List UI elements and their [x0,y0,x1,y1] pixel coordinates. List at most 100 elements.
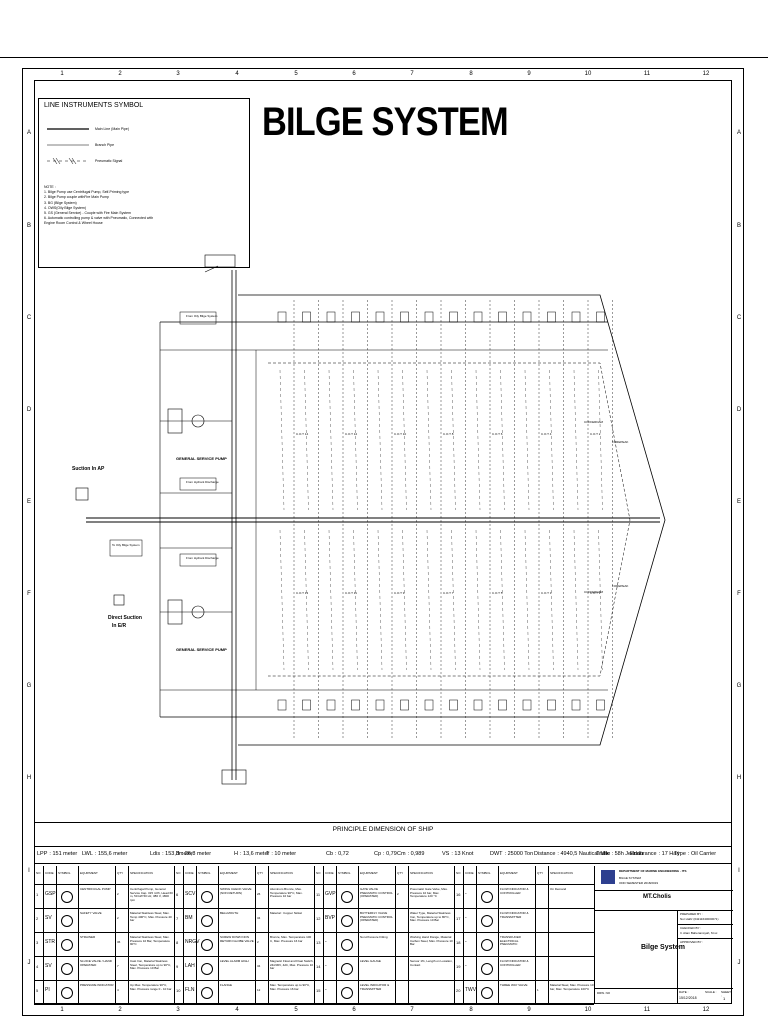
equipment-symbol-icon [201,891,213,903]
table-cell: Water Type, Material Stainless Iron, Tem… [410,911,451,923]
valve-module [473,699,483,711]
table-cell: 20 [456,988,461,993]
column-number: 4 [235,71,239,77]
tb-prepared: PREPARED BY : [680,912,703,916]
gsp-label-lower: GENERAL SERVICE PUMP [176,647,227,652]
pneumatic-line [377,369,383,511]
cargo-tank-label: C.O.T 12 [345,432,358,436]
column-number: 8 [469,1007,473,1013]
column-number: 6 [352,1007,356,1013]
table-cell: Up Max. Temperature 90°C, Max. Pressure … [130,983,172,991]
table-cell: Working Hand Flange, Material Carbon Ste… [410,935,453,947]
valve-module [498,311,507,323]
valve-module [571,311,581,323]
principle-value: : 26,8 meter [181,851,212,857]
equipment-symbol-icon [481,915,493,927]
table-header: NO [176,871,181,875]
table-cell: - [325,987,327,993]
table-cell: 17 [456,916,461,921]
table-cell: Sensor 1%, Length on Location, Contact [410,959,453,967]
principle-item: Cp: 0,79 [374,851,397,857]
equipment-symbol-icon [481,939,493,951]
row-letter: A [26,130,31,136]
table-header: SPECIFICATION [550,871,573,875]
tb-sub1: BILGE SYSTEM [619,876,642,880]
valve-module [449,311,458,323]
table-cell: BVP [325,915,336,921]
from-hydrant-2: From Hydrant Discharge [186,556,219,560]
tb-approved: APPROVED BY : [680,940,704,944]
principle-key: Ldis [150,851,161,857]
drawing-frame-inner [34,80,732,1004]
principle-item: Endurance: 17 Hari [630,851,679,857]
table-cell: 18 [456,940,461,945]
principle-value: : 0,72 [335,851,349,857]
table-cell: 11 [316,892,321,897]
table-cell: 16 [456,892,461,897]
row-letter: J [737,960,741,966]
row-letter: J [27,960,31,966]
cargo-tank-label: C.O.T 14 [296,432,309,436]
principle-item: DWT: 25000 Ton [490,851,533,857]
principle-value: : 17 Hari [658,851,680,857]
table-cell: 14 [316,964,321,969]
table-cell: - [465,963,467,969]
title-block: DEPARTMENT OF MARINE ENGINEERING - ITS B… [594,866,733,1004]
hull-outline [238,294,666,746]
equipment-symbol-icon [341,939,353,951]
pneumatic-line [475,529,481,671]
table-cell: LAH [185,963,195,969]
table-header: CODE [325,871,334,875]
pneumatic-line [304,369,309,511]
table-cell: FLANGE [220,983,233,987]
valve-module [302,311,311,323]
column-number: 2 [118,1007,122,1013]
table-cell: 6 [176,892,179,897]
column-number: 2 [118,71,122,77]
principle-value: : 58h Jeddah [611,851,644,857]
table-header: SYMBOL [478,871,491,875]
table-cell: Aluminum Bronze, Max. Temperature 90°C, … [270,887,303,899]
equipment-symbol-icon [481,963,493,975]
cofferdam-label-2: COFFERDAM [584,590,603,594]
principle-item: Ldis: 153,3meter [150,851,193,857]
table-cell: LEVEL GAUGE [360,959,381,963]
row-letter: H [26,775,32,781]
pneumatic-line [475,369,481,511]
principle-value: : 0,989 [407,851,425,857]
table-cell: 15 [316,988,321,993]
row-letter: B [26,223,31,229]
equipment-symbol-icon [201,939,213,951]
table-cell: BELLMOUTH [220,911,239,915]
bilge-schematic [75,254,666,785]
principle-item: Trafic: 58h Jeddah [596,851,643,857]
table-cell: 1 [537,988,539,992]
column-number: 7 [410,1007,414,1013]
pneumatic-line [598,529,603,671]
table-header: QTY [117,871,124,875]
valve-module [326,311,336,323]
table-cell: Max. Temperature up to 90°C, Max. Pressu… [270,983,310,991]
cargo-tank-label: C.O.T 8 [443,432,454,436]
principle-key: VS [442,851,450,857]
principle-key: H [234,851,238,857]
table-cell: BUTTERFLY VALVE PNEUMATIC CONTROL (OPERA… [360,911,393,923]
table-cell: - [465,891,467,897]
principle-item: T: 10 meter [266,851,296,857]
pneumatic-line [598,369,603,511]
table-header: CODE [185,871,194,875]
note-6: 6. Automatic controlling pump & valve wi… [44,216,154,221]
from-hydrant-1: From Hydrant Discharge [186,480,219,484]
pneumatic-line [353,529,358,671]
table-cell: PRESSURE INDICATOR [80,983,114,987]
table-cell: - [465,915,467,921]
table-header: SYMBOL [58,871,71,875]
principle-key: Endurance [630,851,657,857]
legend-box: LINE INSTRUMENTS SYMBOL Main Line (Main … [38,98,250,268]
row-letter: G [26,683,32,689]
tb-checked-name: Ir. Alam Baheramsyah, M.sc [680,931,718,935]
top-rule [0,57,768,58]
suction-ap-label: Suction In AP [72,466,105,472]
pneumatic-line [402,529,407,671]
principle-item: VS: 13 Knot [442,851,473,857]
